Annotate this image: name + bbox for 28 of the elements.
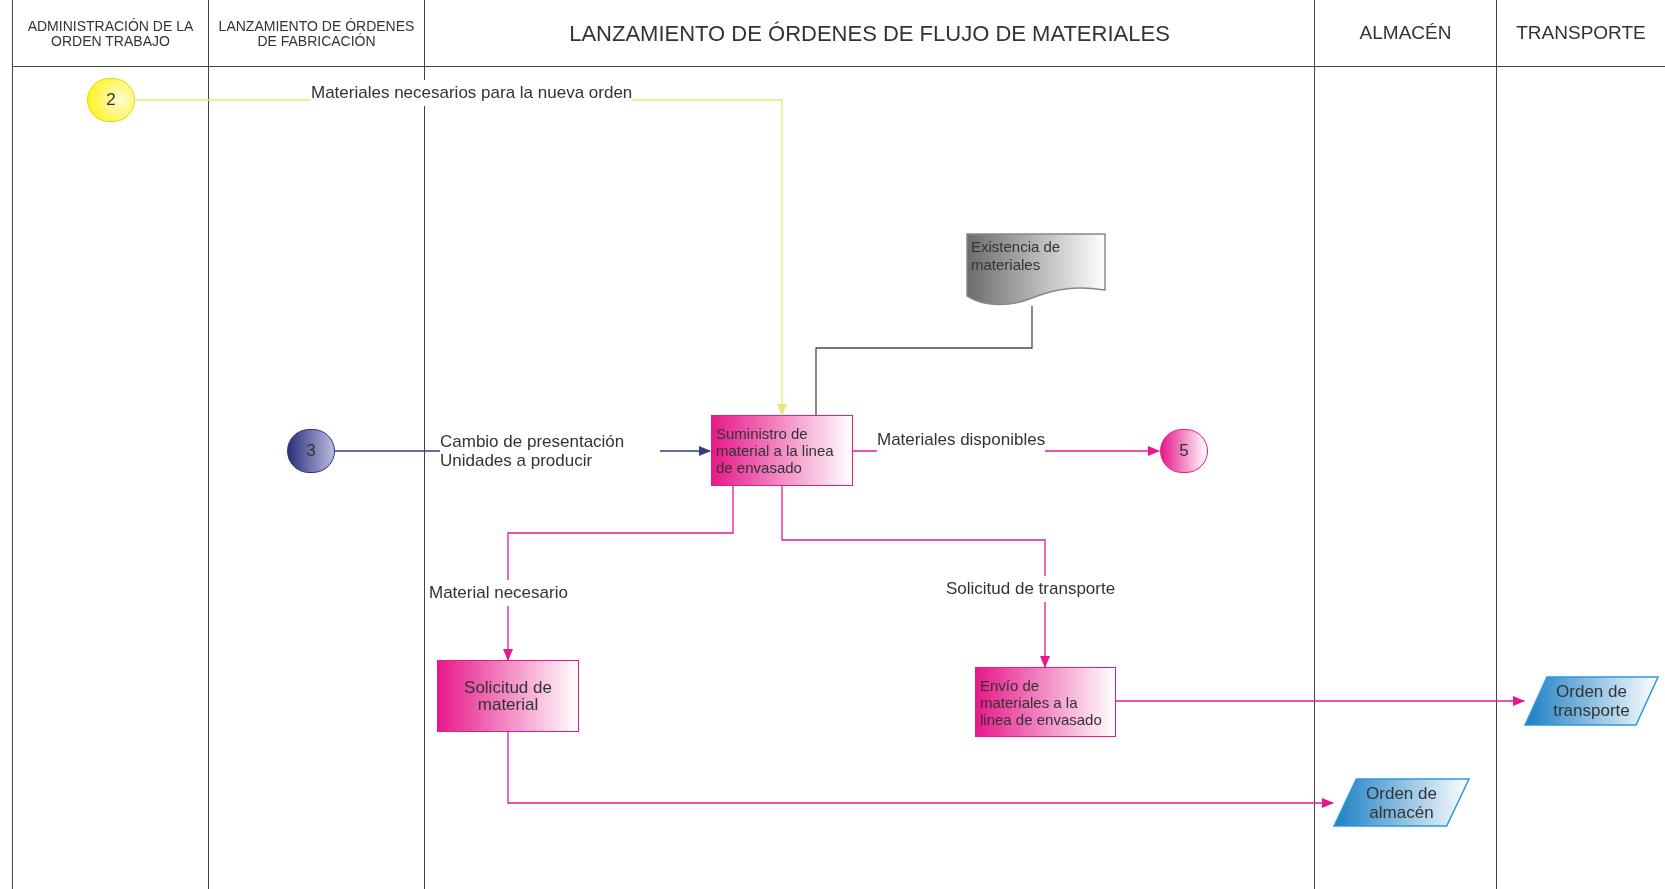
- node-label: Existencia de materiales: [971, 238, 1061, 273]
- node-label: ALMACÉN: [1359, 21, 1452, 46]
- node-label: Envío de materiales a la linea de envasado: [980, 676, 1102, 728]
- edge-label: Materiales necesarios para la nueva orden: [311, 80, 633, 106]
- node-label: 3: [306, 440, 316, 463]
- arrow: [503, 485, 734, 661]
- arrow: [1114, 696, 1525, 706]
- data-parallelogram: [1525, 677, 1658, 725]
- document-shape: [967, 234, 1105, 306]
- arrow: [781, 485, 1050, 668]
- data-parallelogram: [1334, 779, 1469, 826]
- edge-label: Cambio de presentación Unidades a producir: [440, 432, 660, 470]
- edge-label: Solicitud de transporte: [946, 576, 1116, 602]
- node-label: Orden de transporte: [1553, 682, 1630, 720]
- process-box: [711, 415, 853, 486]
- node-label: 5: [1179, 440, 1189, 463]
- node-label: Solicitud de material: [464, 678, 552, 714]
- node-label: TRANSPORTE: [1516, 21, 1646, 46]
- node-label: LANZAMIENTO DE ÓRDENES DE FLUJO DE MATERIALES: [569, 20, 1170, 48]
- node-label: 2: [106, 89, 116, 112]
- node-label: Suministro de material a la linea de envasado: [716, 425, 834, 476]
- edge-label: Material necesario: [429, 580, 568, 606]
- process-box: [975, 667, 1116, 737]
- process-box: [437, 660, 579, 732]
- node-label: Orden de almacén: [1366, 783, 1437, 822]
- arrow: [507, 731, 1334, 808]
- node-label: LANZAMIENTO DE ÓRDENES DE FABRICACIÓN: [217, 18, 416, 49]
- node-label: ADMINISTRACIÓN DE LA ORDEN TRABAJO: [26, 18, 195, 49]
